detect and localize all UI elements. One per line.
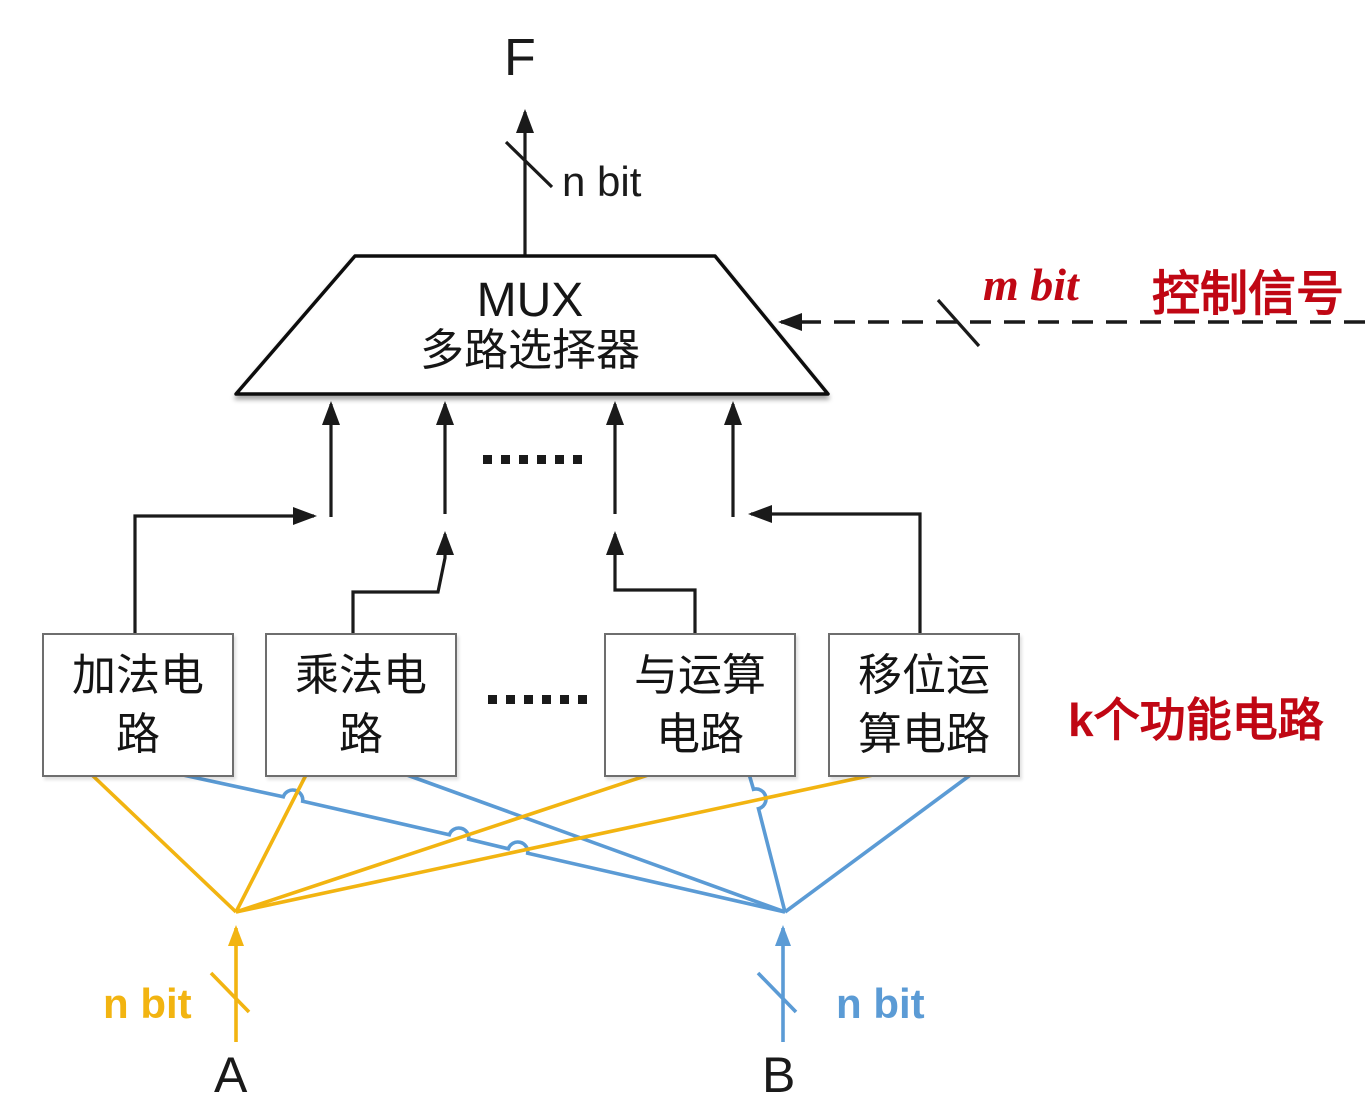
bus-slash-a bbox=[209, 971, 251, 1014]
control-signal-label: 控制信号 bbox=[1152, 268, 1345, 321]
input-b-bus-width-label: n bit bbox=[836, 980, 925, 1027]
ellipsis-function-boxes bbox=[488, 695, 587, 704]
wire-a-to-box3 bbox=[235, 773, 649, 914]
function-box-multiplier-line1: 乘法电 bbox=[295, 650, 427, 700]
output-label: F bbox=[504, 29, 536, 87]
function-box-shifter-line1: 移位运 bbox=[858, 650, 990, 700]
wire-box2-feeder bbox=[351, 531, 454, 634]
function-box-adder: 加法电 路 bbox=[42, 633, 234, 777]
wire-box4-feeder bbox=[748, 505, 922, 634]
wire-box1-feeder bbox=[133, 507, 317, 634]
control-bus-width-label: m bit bbox=[983, 259, 1079, 310]
function-box-shifter: 移位运 算电路 bbox=[828, 633, 1020, 777]
function-box-and: 与运算 电路 bbox=[604, 633, 796, 777]
wire-box3-feeder bbox=[606, 531, 697, 634]
function-box-adder-line1: 加法电 bbox=[72, 650, 204, 700]
function-box-multiplier: 乘法电 路 bbox=[265, 633, 457, 777]
k-functional-circuits-label: k个功能电路 bbox=[1068, 694, 1324, 746]
wire-a-to-box2 bbox=[234, 772, 309, 913]
wire-b-to-box1 bbox=[182, 773, 786, 914]
function-box-and-line1: 与运算 bbox=[634, 650, 766, 700]
input-a-bus-width-label: n bit bbox=[103, 980, 192, 1027]
wire-b-to-box4 bbox=[783, 771, 975, 914]
output-bus-width-label: n bit bbox=[562, 158, 642, 205]
input-a-label: A bbox=[214, 1047, 248, 1103]
function-box-shifter-line2: 算电路 bbox=[858, 710, 990, 759]
mux-shape bbox=[234, 254, 830, 396]
function-box-and-line2: 电路 bbox=[656, 710, 744, 759]
bus-slash-control bbox=[936, 298, 981, 348]
ellipsis-mux-inputs bbox=[483, 455, 582, 464]
function-box-multiplier-line2: 路 bbox=[339, 710, 383, 759]
bus-slash-output bbox=[504, 140, 554, 189]
function-box-adder-line2: 路 bbox=[116, 710, 160, 759]
wire-a-to-box1 bbox=[90, 773, 238, 914]
input-b-label: B bbox=[762, 1047, 796, 1103]
wire-b-to-box2 bbox=[406, 773, 786, 914]
bus-slash-b bbox=[756, 971, 798, 1014]
wire-a-to-box4 bbox=[235, 773, 874, 914]
